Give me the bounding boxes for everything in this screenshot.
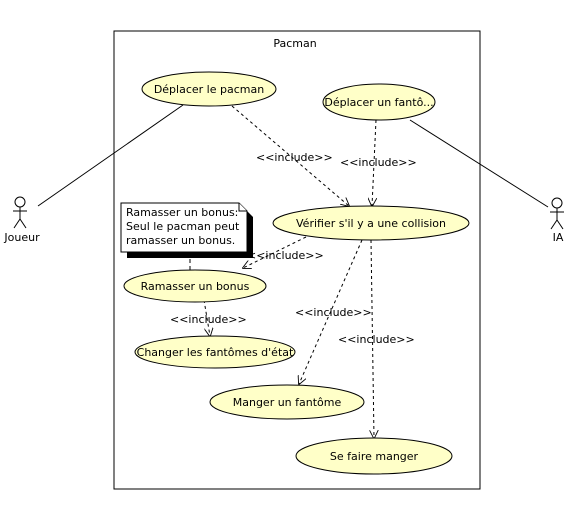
include-label-6: <<include>> (338, 333, 415, 346)
usecase-deplacer-pacman[interactable]: Déplacer le pacman (141, 71, 277, 107)
association-ia-deplacer-fantome (409, 119, 549, 208)
usecase-label: Changer les fantômes d'état (137, 346, 294, 359)
note-line-1: Ramasser un bonus: (126, 206, 238, 219)
usecase-deplacer-fantome[interactable]: Déplacer un fantô... (322, 83, 436, 121)
actor-label-joueur: Joueur (3, 231, 40, 244)
system-title: Pacman (273, 37, 316, 50)
actor-ia[interactable]: IA (550, 197, 564, 244)
include-deplacer-fantome-verifier (372, 119, 376, 206)
note-line-3: ramasser un bonus. (126, 234, 235, 247)
usecase-label: Vérifier s'il y a une collision (296, 217, 446, 230)
usecase-changer-fantomes[interactable]: Changer les fantômes d'état (134, 335, 296, 369)
actor-label-ia: IA (553, 231, 564, 244)
include-ramasser-changer (203, 299, 210, 336)
include-label-1: <<include>> (256, 151, 333, 164)
include-verifier-manger-fantome (299, 239, 363, 384)
usecase-label: Se faire manger (330, 450, 419, 463)
usecase-label: Manger un fantôme (233, 396, 342, 409)
usecase-manger-fantome[interactable]: Manger un fantôme (209, 384, 365, 420)
usecase-se-faire-manger[interactable]: Se faire manger (295, 437, 453, 475)
include-label-2: <<include>> (340, 156, 417, 169)
usecase-ramasser-bonus[interactable]: Ramasser un bonus (123, 269, 267, 303)
usecase-verifier-collision[interactable]: Vérifier s'il y a une collision (272, 205, 470, 241)
usecase-label: Ramasser un bonus (141, 280, 250, 293)
note-line-2: Seul le pacman peut (126, 220, 240, 233)
include-deplacer-pacman-verifier (231, 105, 349, 206)
usecase-label: Déplacer le pacman (154, 83, 264, 96)
actor-joueur[interactable]: Joueur (3, 196, 40, 244)
usecase-label: Déplacer un fantô... (324, 96, 433, 109)
include-label-3: <<include>> (247, 249, 324, 262)
note-ramasser-bonus[interactable]: Ramasser un bonus: Seul le pacman peut r… (120, 202, 253, 258)
association-joueur-deplacer-pacman (37, 104, 184, 207)
include-label-4: <<include>> (170, 313, 247, 326)
include-label-5: <<include>> (295, 306, 372, 319)
